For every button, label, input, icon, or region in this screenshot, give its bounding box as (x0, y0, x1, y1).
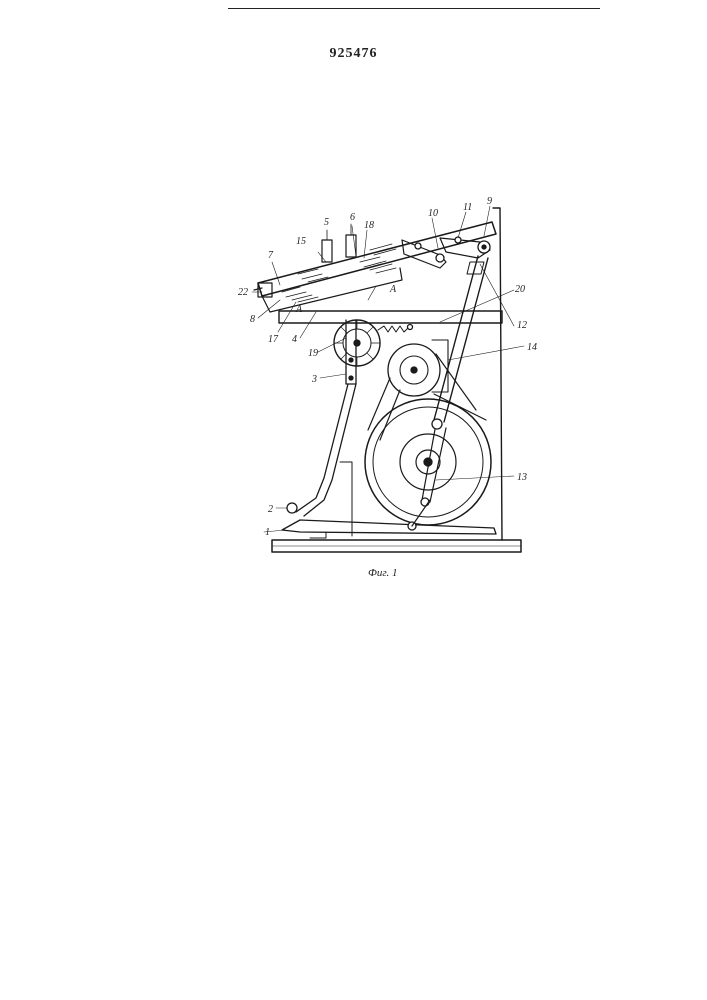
label-1: 1 (265, 527, 270, 538)
label-12: 12 (517, 320, 527, 331)
connecting-rod (434, 256, 488, 422)
label-9: 9 (487, 196, 492, 207)
label-18: 18 (364, 220, 374, 231)
label-20: 20 (515, 284, 525, 295)
label-5: 5 (324, 217, 329, 228)
flywheel (365, 399, 491, 525)
label-10: 10 (428, 208, 438, 219)
label-6: 6 (350, 212, 355, 223)
label-8: 8 (250, 314, 255, 325)
label-3: 3 (311, 374, 317, 385)
motor-pulley (388, 340, 448, 396)
figure-caption: Фиг. 1 (368, 567, 398, 579)
foot-pedal (282, 500, 496, 538)
section-a-left-label: A (295, 304, 303, 315)
pedal-lever (296, 320, 356, 516)
label-14: 14 (527, 342, 537, 353)
upper-housing (254, 222, 496, 312)
label-2: 2 (268, 504, 273, 515)
label-15: 15 (296, 236, 306, 247)
label-11: 11 (463, 202, 472, 213)
pivot (287, 503, 297, 513)
drive-belt (368, 354, 486, 440)
table-top (279, 311, 502, 323)
machine-frame (493, 208, 502, 540)
label-17: 17 (268, 334, 279, 345)
label-22: 22 (238, 287, 248, 298)
label-19: 19 (308, 348, 318, 359)
label-4: 4 (292, 334, 297, 345)
label-7: 7 (268, 250, 274, 261)
section-a-right-label: A (389, 284, 397, 295)
spring (378, 326, 408, 332)
label-13: 13 (517, 472, 527, 483)
ratchet-wheel (334, 320, 380, 366)
